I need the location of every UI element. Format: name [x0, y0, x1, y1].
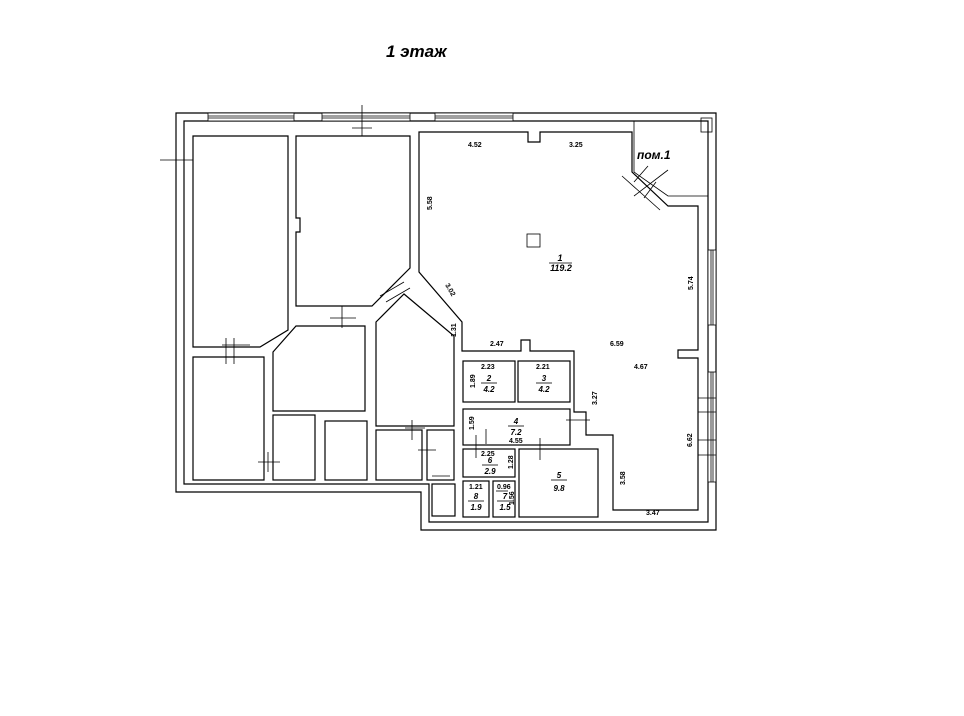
room-5-number: 5 — [557, 471, 562, 480]
dim-3-47: 3.47 — [646, 510, 660, 517]
room-3-area: 4.2 — [537, 385, 550, 394]
dim-6-59: 6.59 — [610, 341, 624, 348]
room-4 — [462, 408, 571, 446]
room-1-number: 1 — [557, 253, 562, 263]
dim-1-59: 1.59 — [469, 416, 476, 430]
dim-6-62: 6.62 — [687, 433, 694, 447]
room-8-area: 1.9 — [470, 503, 482, 512]
dim-2-21: 2.21 — [536, 364, 550, 371]
dimension-labels: 4.52 3.25 5.58 3.02 5.74 1.31 2.47 6.59 … — [427, 142, 695, 517]
room-6-area: 2.9 — [483, 467, 496, 476]
room-2-area: 4.2 — [482, 385, 495, 394]
dim-4-55: 4.55 — [509, 438, 523, 445]
dim-3-58: 3.58 — [620, 471, 627, 485]
room-8-number: 8 — [474, 492, 479, 501]
room-1-area: 119.2 — [550, 263, 572, 273]
room-3 — [517, 360, 571, 403]
dim-1-28: 1.28 — [508, 455, 515, 469]
room-4-area: 7.2 — [510, 428, 522, 437]
dim-3-25: 3.25 — [569, 142, 583, 149]
dim-5-58: 5.58 — [427, 196, 434, 210]
room-7-area: 1.5 — [499, 503, 511, 512]
outer-walls — [160, 105, 717, 531]
room-6 — [462, 448, 516, 478]
room-5 — [518, 448, 599, 518]
dim-0-96: 0.96 — [497, 484, 511, 491]
room-2-number: 2 — [486, 374, 492, 383]
premises-label: пом.1 — [637, 148, 671, 162]
room-6-number: 6 — [488, 456, 493, 465]
dim-1-56: 1.56 — [509, 491, 516, 505]
dim-4-67: 4.67 — [634, 364, 648, 371]
room-2 — [462, 360, 516, 403]
room-1: 1 119.2 пом.1 — [418, 131, 699, 511]
dim-2-25: 2.25 — [481, 451, 495, 458]
dim-2-23: 2.23 — [481, 364, 495, 371]
left-wing-rooms — [192, 135, 456, 517]
room-5-area: 9.8 — [553, 484, 565, 493]
room-7 — [492, 480, 516, 518]
dim-3-02: 3.02 — [443, 283, 456, 298]
dim-5-74: 5.74 — [688, 276, 695, 290]
room-7-number: 7 — [503, 492, 508, 501]
dim-4-52: 4.52 — [468, 142, 482, 149]
dim-1-31: 1.31 — [451, 323, 458, 337]
dim-1-89: 1.89 — [470, 374, 477, 388]
dim-2-47: 2.47 — [490, 341, 504, 348]
dim-1-21: 1.21 — [469, 484, 483, 491]
dim-3-27: 3.27 — [592, 391, 599, 405]
floor-title: 1 этаж — [386, 42, 448, 61]
room-3-number: 3 — [542, 374, 547, 383]
small-rooms: 2 4.2 3 4.2 4 7.2 5 9.8 6 2.9 7 1.5 8 1.… — [462, 360, 599, 518]
room-8 — [462, 480, 490, 518]
room-4-number: 4 — [513, 417, 519, 426]
